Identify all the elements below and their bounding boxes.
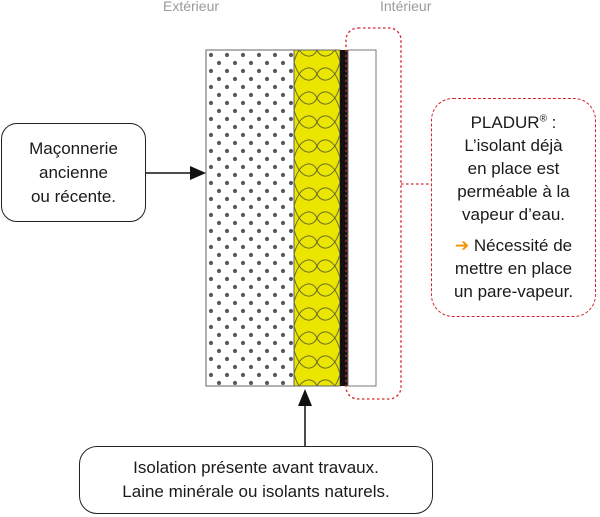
exterior-label: Extérieur: [163, 0, 220, 14]
orange-arrow-icon: ➔: [454, 236, 470, 255]
pladur-note-line: ➔ Nécessité de: [432, 234, 595, 257]
registered-mark: ®: [539, 113, 547, 125]
insulation-callout: Isolation présente avant travaux. Laine …: [79, 446, 433, 514]
interior-label: Intérieur: [380, 0, 432, 14]
insulation-text-line: Laine minérale ou isolants naturels.: [122, 482, 390, 501]
pladur-text-line: en place est: [467, 159, 560, 178]
vapor-barrier-layer: [340, 50, 348, 386]
insulation-text-line: Isolation présente avant travaux.: [133, 458, 379, 477]
masonry-text-line: ancienne: [38, 163, 108, 182]
pladur-text-line: L’isolant déjà: [464, 136, 563, 155]
pladur-brand-suffix: :: [546, 113, 557, 132]
insulation-arrow: [298, 389, 312, 446]
masonry-callout: Maçonnerie ancienne ou récente.: [1, 123, 146, 222]
pladur-text-line: vapeur d’eau.: [461, 205, 566, 224]
masonry-arrow: [146, 166, 206, 180]
plasterboard-highlight: [345, 27, 402, 400]
pladur-note-text: Nécessité de: [473, 236, 573, 255]
pladur-text-line: perméable à la: [457, 182, 570, 201]
pladur-brand: PLADUR: [470, 113, 540, 132]
masonry-layer: [205, 49, 295, 387]
pladur-callout: PLADUR® : L’isolant déjà en place est pe…: [431, 98, 596, 317]
masonry-text-line: ou récente.: [30, 187, 117, 206]
pladur-title: PLADUR® :: [432, 111, 595, 134]
plasterboard-layer: [347, 49, 377, 387]
pladur-note-line: mettre en place: [454, 259, 573, 278]
pladur-note-line: un pare-vapeur.: [453, 282, 574, 301]
pladur-note: ➔ Nécessité de mettre en place un pare-v…: [432, 234, 595, 303]
insulation-layer: [293, 49, 341, 387]
masonry-text-line: Maçonnerie: [29, 139, 118, 158]
